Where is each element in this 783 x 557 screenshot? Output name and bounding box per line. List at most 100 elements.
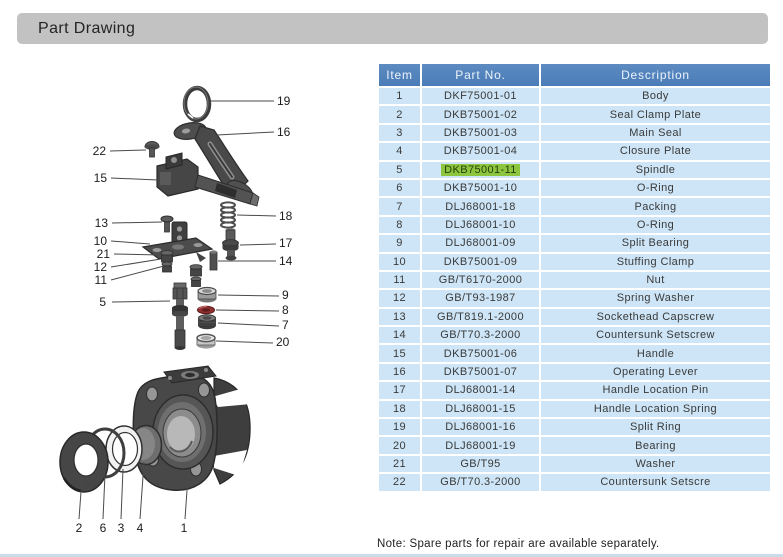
seal-clamp-plate-part	[59, 431, 109, 493]
part-no-cell: GB/T6170-2000	[420, 269, 541, 291]
description-cell: Split Bearing	[539, 233, 772, 254]
description-cell: Countersunk Setscre	[539, 472, 772, 493]
description-cell: O-Ring	[539, 214, 772, 236]
col-header-part-no: Part No.	[420, 62, 541, 88]
callout-line-17	[239, 243, 277, 246]
part-no-cell: GB/T70.3-2000	[420, 325, 541, 346]
callout-number-8: 8	[282, 303, 289, 317]
item-cell: 6	[377, 177, 422, 199]
part-no-cell: GB/T93-1987	[420, 288, 541, 309]
callout-line-4	[139, 461, 145, 520]
description-cell: Split Ring	[539, 417, 772, 438]
nut-washer-stack-left	[160, 250, 174, 273]
part-no-cell: DLJ68001-16	[420, 417, 541, 438]
description-cell: Bearing	[539, 435, 772, 456]
part-no-cell: DKB75001-06	[420, 343, 541, 364]
callout-number-10: 10	[94, 234, 108, 248]
item-cell: 22	[377, 472, 422, 493]
packing-part	[198, 314, 216, 330]
item-cell: 16	[377, 361, 422, 383]
item-cell: 3	[377, 122, 422, 144]
callout-line-8	[215, 309, 280, 312]
item-cell: 1	[377, 85, 422, 107]
item-cell: 10	[377, 251, 422, 272]
callout-number-15: 15	[94, 171, 108, 185]
stuffing-clamp-part	[141, 221, 214, 262]
part-no-cell: DLJ68001-18	[420, 196, 541, 217]
item-cell: 21	[377, 453, 422, 475]
part-no-cell: DKB75001-03	[420, 122, 541, 144]
table-header-row: Item Part No. Description	[377, 62, 772, 88]
description-cell: Stuffing Clamp	[539, 251, 772, 272]
part-no-cell: DKB75001-09	[420, 251, 541, 272]
part-no-cell: DKF75001-01	[420, 85, 541, 107]
callout-number-16: 16	[277, 125, 291, 139]
part-no-cell: DKB75001-04	[420, 141, 541, 162]
item-cell: 18	[377, 398, 422, 420]
callout-number-13: 13	[95, 216, 109, 230]
callout-line-9	[217, 294, 280, 297]
description-cell: Handle Location Pin	[539, 380, 772, 401]
callout-number-6: 6	[100, 521, 107, 535]
item-cell: 7	[377, 196, 422, 217]
item-cell: 15	[377, 343, 422, 364]
item-cell: 20	[377, 435, 422, 456]
callout-number-1: 1	[181, 521, 188, 535]
callout-line-12	[110, 258, 162, 268]
part-no-cell: DKB75001-10	[420, 177, 541, 199]
part-no-cell: GB/T70.3-2000	[420, 472, 541, 493]
description-cell: Body	[539, 85, 772, 107]
description-cell: Nut	[539, 269, 772, 291]
callout-line-7	[217, 322, 280, 327]
part-no-cell: GB/T819.1-2000	[420, 306, 541, 328]
spring-part	[220, 201, 236, 229]
description-cell: Washer	[539, 453, 772, 475]
callout-number-5: 5	[99, 295, 106, 309]
description-cell: Main Seal	[539, 122, 772, 144]
section-title-bar: Part Drawing	[17, 13, 768, 44]
callout-line-18	[236, 214, 277, 217]
callout-line-22	[109, 149, 147, 152]
col-header-item: Item	[377, 62, 422, 88]
description-cell: O-Ring	[539, 177, 772, 199]
bottom-divider-strip	[0, 554, 783, 557]
item-cell: 9	[377, 233, 422, 254]
callout-number-19: 19	[277, 94, 291, 108]
callout-line-1	[184, 475, 189, 520]
callout-line-15	[110, 177, 159, 181]
callout-number-20: 20	[276, 335, 290, 349]
split-ring-part	[182, 85, 212, 123]
callout-number-3: 3	[118, 521, 125, 535]
callout-line-5	[111, 300, 171, 303]
description-cell: Closure Plate	[539, 141, 772, 162]
handle-part	[156, 152, 260, 207]
description-cell: Sockethead Capscrew	[539, 306, 772, 328]
item-cell: 17	[377, 380, 422, 401]
item-cell: 13	[377, 306, 422, 328]
callout-number-11: 11	[95, 273, 108, 287]
part-no-cell: DLJ68001-15	[420, 398, 541, 420]
callout-number-7: 7	[282, 318, 289, 332]
part-no-cell: DLJ68001-14	[420, 380, 541, 401]
description-cell: Handle Location Spring	[539, 398, 772, 420]
description-cell: Spring Washer	[539, 288, 772, 309]
description-cell: Countersunk Setscrew	[539, 325, 772, 346]
item-cell: 11	[377, 269, 422, 291]
item-cell: 2	[377, 104, 422, 125]
